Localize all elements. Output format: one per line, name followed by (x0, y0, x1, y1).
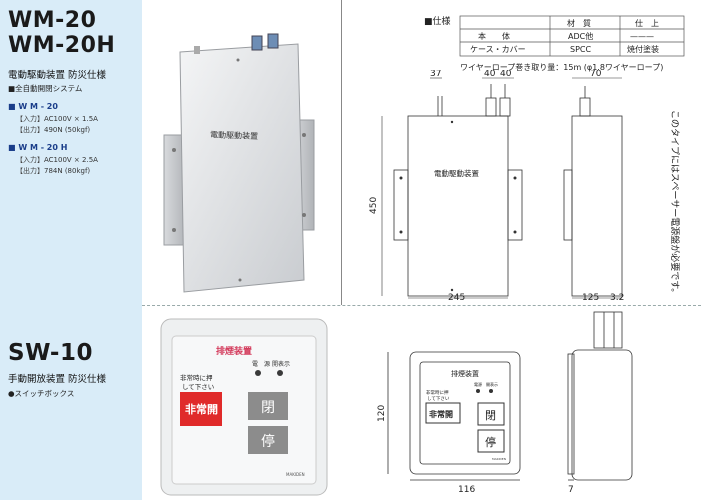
screw (236, 58, 240, 62)
cell-body: 本 体 (478, 31, 510, 41)
dim-245: 245 (448, 293, 465, 303)
spec-wm20-output: 【出力】490N (50kgf) (16, 126, 91, 134)
stop-button (248, 426, 288, 454)
screw (172, 148, 176, 152)
sw-photo-instr1: 非常時に押 (180, 373, 213, 382)
dim-32: 3.2 (610, 293, 624, 303)
close-label: 閉 (261, 400, 275, 416)
sw-drawing-instr2: して下さい (427, 395, 450, 402)
side-body (571, 115, 623, 297)
dim-120: 120 (377, 405, 387, 422)
th-material: 材 質 (567, 18, 591, 28)
top-connector-1 (251, 35, 263, 51)
dim-37: 37 (430, 70, 441, 79)
model-title-wm20: WM-20 (8, 8, 97, 33)
wm-drawing: 電動駆動装置 37 40 40 70 450 245 125 3.2 このタイプ… (369, 70, 681, 303)
front-left-bracket (393, 169, 409, 241)
wire-note: ワイヤーロープ巻き取り量：15m (φ1.8ワイヤーロープ) (460, 62, 663, 72)
th-finish: 仕 上 (635, 18, 659, 28)
dim-116: 116 (458, 485, 475, 495)
emergency-button (180, 392, 222, 426)
sw-product-photo: 排煙装置 電 源 開表示 非常時に押 して下さい 非常開 閉 停 MAKIDEN (160, 318, 328, 496)
front-body (407, 115, 509, 297)
dim-450: 450 (369, 197, 379, 214)
dim-40b: 40 (500, 70, 512, 79)
column-divider (341, 0, 342, 305)
cell-spcc: SPCC (570, 45, 591, 54)
dim-70: 70 (590, 70, 602, 79)
sw-drawing-instr1: 非常時に押 (426, 389, 449, 396)
brand: MAKIDEN (286, 472, 305, 477)
device-body (179, 43, 305, 293)
sw-photo-led2: 開表示 (272, 360, 290, 368)
model-title-wm20h: WM-20H (8, 33, 116, 58)
dim-40a: 40 (484, 70, 496, 79)
dim-125: 125 (582, 293, 599, 303)
sw-photo-led1: 電 源 (252, 360, 270, 368)
sidebar (0, 0, 142, 500)
emergency-label: 非常開 (185, 402, 218, 416)
spec-title: ■仕様 (424, 15, 451, 27)
spec-wm20h-input: 【入力】AC100V × 2.5A (16, 156, 98, 164)
cell-adc: ADC他 (568, 31, 593, 41)
sw-subtitle: 手動開放装置 防災仕様 (8, 374, 107, 385)
close-button (248, 392, 288, 420)
sw-drawing-title: 排煙装置 (451, 369, 479, 378)
spec-table: ■仕様 材 質 仕 上 本 体 ADC他 ——— ケース・カバー SPCC 焼付… (424, 15, 685, 72)
wm-subtitle: 電動駆動装置 防災仕様 (8, 70, 107, 81)
sw-drawing-stop: 停 (485, 435, 496, 449)
drawing-label: 電動駆動装置 (434, 168, 479, 178)
spec-wm20-name: ■ W M - 20 (8, 102, 58, 111)
dim-7: 7 (568, 485, 574, 495)
front-plate (409, 351, 521, 475)
top-stub (194, 46, 200, 54)
stop-label: 停 (261, 433, 275, 450)
photo-label: 電動駆動装置 (210, 129, 258, 141)
sw-drawing-emergency: 非常開 (429, 409, 453, 419)
section-divider (142, 305, 701, 306)
sw-drawing-close: 閉 (485, 409, 496, 422)
screw (302, 133, 306, 137)
cell-paint: 焼付塗装 (627, 44, 659, 54)
sw-photo-title: 排煙装置 (216, 345, 252, 357)
wm-product-photo: 電動駆動装置 (163, 33, 315, 293)
spec-wm20h-output: 【出力】784N (80kgf) (16, 167, 91, 175)
model-title-sw10: SW-10 (8, 340, 93, 366)
sw-drawing-led1: 電源 (474, 381, 482, 387)
vertical-note: このタイプにはスペーサー電源盤が必要です。 (669, 110, 681, 297)
front-right-bracket (507, 169, 523, 241)
cell-case: ケース・カバー (470, 45, 526, 54)
top-connector-2 (267, 33, 279, 49)
cell-dash: ——— (630, 32, 654, 41)
sw-drawing-led2: 開表示 (486, 381, 498, 387)
sw-drawing: 排煙装置 電源 開表示 非常時に押 して下さい 非常開 閉 停 MAKIDEN … (377, 311, 633, 495)
screw (172, 228, 176, 232)
sw-photo-instr2: して下さい (182, 383, 214, 391)
screw (238, 278, 242, 282)
wm-feature: ■全自動開閉システム (8, 84, 83, 93)
sw-feature: ●スイッチボックス (8, 389, 75, 398)
spec-wm20h-name: ■ W M - 20 H (8, 143, 68, 152)
spec-wm20-input: 【入力】AC100V × 1.5A (16, 115, 98, 123)
screw (302, 213, 306, 217)
sw-drawing-brand: MAKIDEN (492, 457, 506, 461)
